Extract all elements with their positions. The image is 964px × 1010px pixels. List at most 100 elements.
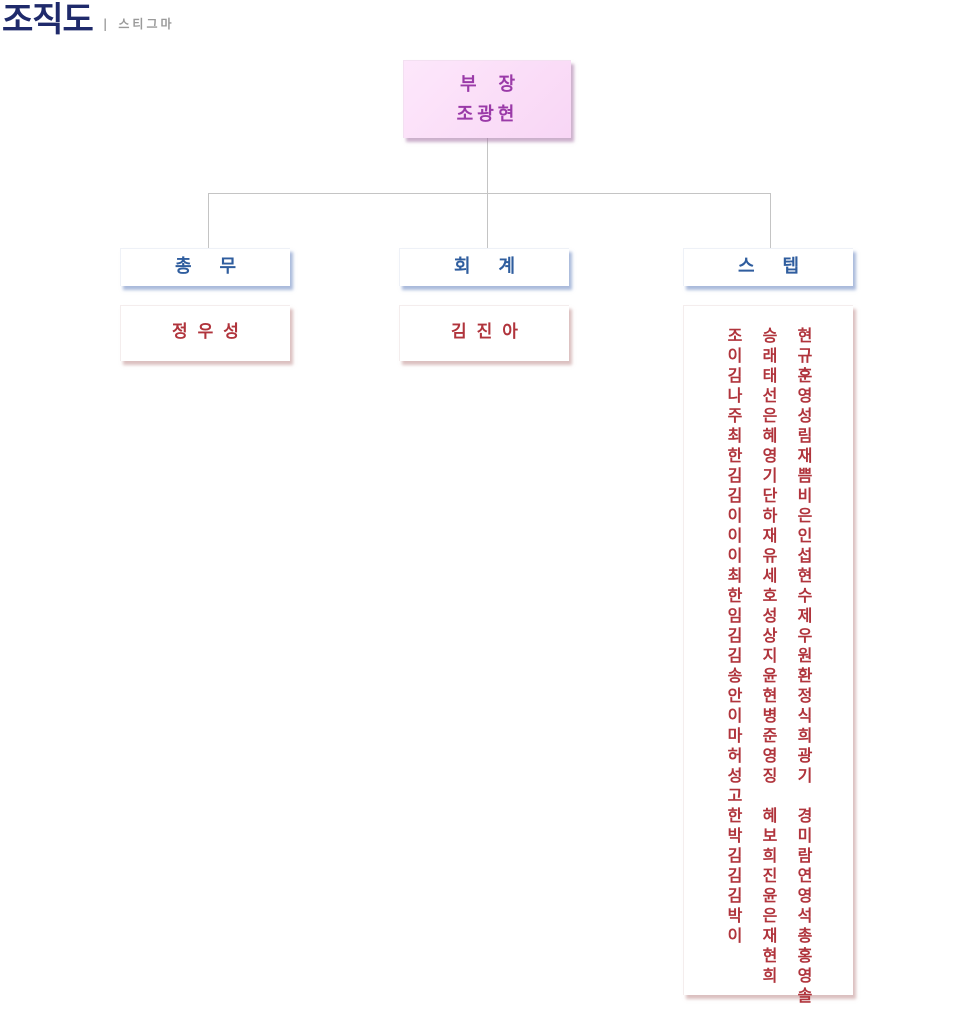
staff-name-glyph: 한 — [727, 586, 743, 605]
staff-name-glyph: 미 — [797, 826, 813, 845]
staff-name-glyph: 김 — [727, 626, 743, 645]
head-box: 부장 조광현 — [403, 60, 571, 138]
staff-name-glyph: 광 — [797, 746, 813, 765]
staff-name-glyph: 주 — [727, 406, 743, 425]
staff-name-glyph: 비 — [797, 486, 813, 505]
staff-name-glyph: 현 — [797, 566, 813, 585]
staff-name-glyph: 우 — [797, 626, 813, 645]
staff-name-glyph: 김 — [727, 646, 743, 665]
members-accounting: 김진아 — [399, 305, 569, 361]
staff-name-glyph: 섭 — [797, 546, 813, 565]
staff-name-glyph: 재 — [762, 926, 778, 945]
staff-name-glyph: 선 — [762, 386, 778, 405]
staff-name-glyph: 인 — [797, 526, 813, 545]
staff-name-glyph: 한 — [727, 446, 743, 465]
staff-name-glyph: 기 — [797, 766, 813, 785]
staff-name-glyph: 마 — [727, 726, 743, 745]
staff-name-glyph: 박 — [727, 826, 743, 845]
staff-name-glyph: 이 — [727, 706, 743, 725]
staff-name-glyph: 재 — [797, 446, 813, 465]
staff-name-glyph: 규 — [797, 346, 813, 365]
staff-name-glyph: 솔 — [797, 986, 813, 1005]
staff-name-glyph: 영 — [797, 966, 813, 985]
staff-name-glyph: 이 — [727, 546, 743, 565]
staff-name-glyph: 나 — [727, 386, 743, 405]
staff-name-glyph: 김 — [727, 366, 743, 385]
staff-name-glyph: 재 — [762, 526, 778, 545]
connector-horizontal — [208, 193, 771, 194]
staff-name-glyph: 김 — [727, 846, 743, 865]
staff-name-glyph: 수 — [797, 586, 813, 605]
staff-name-glyph: 호 — [762, 586, 778, 605]
head-title: 부장 — [459, 74, 538, 95]
staff-name-glyph: 희 — [762, 846, 778, 865]
staff-name-glyph: 훈 — [797, 366, 813, 385]
staff-name-glyph: 조 — [727, 326, 743, 345]
staff-name-glyph: 환 — [797, 666, 813, 685]
staff-name-glyph: 식 — [797, 706, 813, 725]
staff-name-glyph: 윤 — [762, 666, 778, 685]
staff-name-glyph: 현 — [762, 946, 778, 965]
page-subtitle: | 스티그마 — [103, 15, 175, 32]
staff-name-glyph: 진 — [762, 866, 778, 885]
staff-name-glyph: 영 — [762, 746, 778, 765]
staff-name-glyph: 이 — [727, 926, 743, 945]
staff-name-glyph: 징 — [762, 766, 778, 785]
staff-name-glyph: 이 — [727, 526, 743, 545]
dept-general-affairs: 총무 — [120, 248, 290, 286]
staff-name-glyph: 연 — [797, 866, 813, 885]
staff-name-glyph: 세 — [762, 566, 778, 585]
staff-name-glyph: 래 — [762, 346, 778, 365]
staff-name-glyph: 혜 — [762, 426, 778, 445]
staff-name-glyph: 현 — [762, 686, 778, 705]
staff-name-glyph: 기 — [762, 466, 778, 485]
staff-name-glyph: 영 — [797, 386, 813, 405]
staff-name-glyph: 현 — [797, 326, 813, 345]
subtitle-text: 스티그마 — [118, 17, 175, 31]
staff-name-glyph — [767, 786, 773, 806]
staff-name-glyph: 송 — [727, 666, 743, 685]
title-separator: | — [103, 17, 111, 31]
staff-name-glyph: 유 — [762, 546, 778, 565]
staff-name-glyph: 성 — [762, 606, 778, 625]
staff-name-glyph: 병 — [762, 706, 778, 725]
staff-name-glyph: 이 — [727, 346, 743, 365]
staff-name-glyph: 임 — [727, 606, 743, 625]
staff-name-glyph: 고 — [727, 786, 743, 805]
staff-name-glyph: 원 — [797, 646, 813, 665]
staff-name-glyph: 김 — [727, 486, 743, 505]
staff-name-glyph: 쁨 — [797, 466, 813, 485]
dept-accounting: 회계 — [399, 248, 569, 286]
staff-name-glyph: 람 — [797, 846, 813, 865]
staff-name-glyph: 은 — [797, 506, 813, 525]
connector-right — [770, 193, 771, 248]
staff-name-glyph: 김 — [727, 866, 743, 885]
staff-name-glyph: 태 — [762, 366, 778, 385]
staff-name-glyph: 이 — [727, 506, 743, 525]
staff-name-glyph — [802, 786, 808, 806]
page-title: 조직도 — [2, 0, 94, 40]
staff-name-glyph: 최 — [727, 426, 743, 445]
staff-name-glyph: 영 — [797, 886, 813, 905]
staff-name-glyph: 안 — [727, 686, 743, 705]
connector-center — [487, 193, 488, 248]
staff-name-glyph: 김 — [727, 466, 743, 485]
staff-name-glyph: 준 — [762, 726, 778, 745]
staff-name-glyph: 하 — [762, 506, 778, 525]
staff-name-glyph: 최 — [727, 566, 743, 585]
staff-name-glyph: 지 — [762, 646, 778, 665]
staff-name-glyph: 한 — [727, 806, 743, 825]
staff-name-glyph: 경 — [797, 806, 813, 825]
staff-name-glyph: 림 — [797, 426, 813, 445]
staff-name-glyph: 김 — [727, 886, 743, 905]
staff-name-glyph: 허 — [727, 746, 743, 765]
members-general-affairs: 정우성 — [120, 305, 290, 361]
connector-trunk — [487, 138, 488, 194]
staff-name-glyph: 은 — [762, 906, 778, 925]
head-name: 조광현 — [456, 104, 519, 125]
staff-name-glyph: 제 — [797, 606, 813, 625]
